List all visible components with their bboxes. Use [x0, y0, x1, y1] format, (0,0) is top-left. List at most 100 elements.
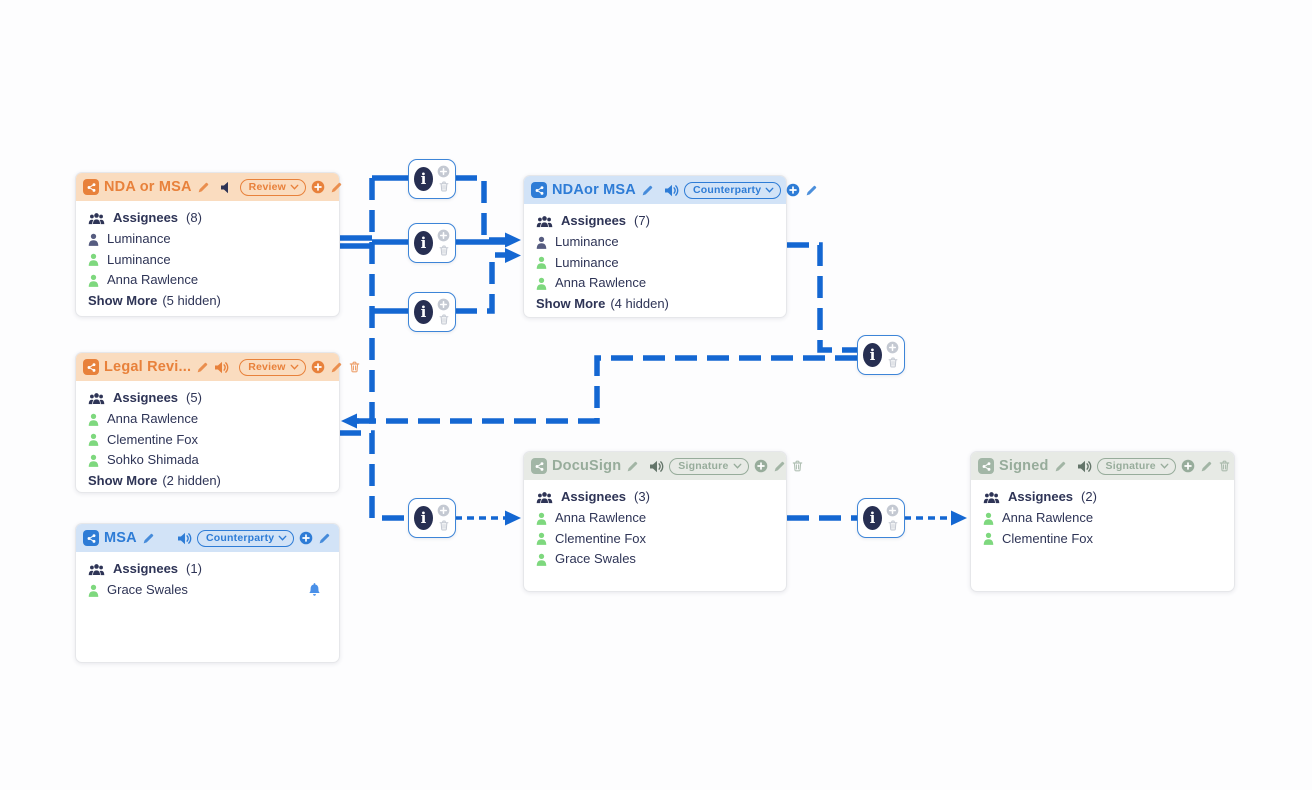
edit-title-icon[interactable] — [196, 361, 209, 374]
assignees-icon — [88, 392, 105, 405]
connection-node-2[interactable]: i — [408, 223, 456, 263]
speaker-on-icon[interactable] — [177, 532, 192, 545]
stage-card-ndaor-msa[interactable]: NDAor MSA Counterparty Assignees (7) Lum… — [523, 175, 787, 318]
add-stage-icon[interactable] — [311, 180, 325, 194]
delete-connection-icon[interactable] — [887, 519, 899, 532]
stage-dropdown[interactable]: Counterparty — [683, 181, 781, 199]
edit-stage-icon[interactable] — [805, 184, 818, 197]
edit-stage-icon[interactable] — [330, 181, 343, 194]
delete-stage-icon[interactable] — [791, 459, 804, 473]
stage-dropdown[interactable]: Signature — [1096, 457, 1176, 475]
delete-stage-icon[interactable] — [348, 360, 361, 374]
edit-title-icon[interactable] — [1054, 460, 1067, 473]
chevron-down-icon — [290, 184, 299, 190]
member-name: Anna Rawlence — [1002, 510, 1094, 525]
stage-dropdown[interactable]: Signature — [669, 457, 749, 475]
add-connection-icon[interactable] — [437, 229, 450, 242]
assignees-row: Assignees (3) — [536, 490, 774, 504]
stage-card-nda-or-msa[interactable]: NDA or MSA Review Assignees (8) Luminanc… — [75, 172, 340, 317]
add-connection-icon[interactable] — [437, 298, 450, 311]
add-connection-icon[interactable] — [886, 504, 899, 517]
edit-title-icon[interactable] — [197, 181, 210, 194]
connection-node-3[interactable]: i — [408, 292, 456, 332]
connection-actions — [886, 504, 899, 532]
show-more-link[interactable]: Show More (4 hidden) — [536, 295, 669, 311]
delete-connection-icon[interactable] — [887, 356, 899, 369]
info-icon[interactable]: i — [863, 343, 882, 367]
edit-stage-icon[interactable] — [773, 460, 786, 473]
info-icon[interactable]: i — [414, 167, 433, 191]
connection-actions — [437, 504, 450, 532]
add-connection-icon[interactable] — [886, 341, 899, 354]
info-icon[interactable]: i — [414, 300, 433, 324]
share-icon[interactable] — [978, 458, 994, 474]
edit-title-icon[interactable] — [641, 184, 654, 197]
edit-title-icon[interactable] — [626, 460, 639, 473]
edit-stage-icon[interactable] — [318, 532, 331, 545]
assignees-icon — [536, 215, 553, 228]
share-icon[interactable] — [83, 179, 99, 195]
speaker-on-icon[interactable] — [1077, 460, 1092, 473]
share-icon[interactable] — [531, 182, 547, 198]
member-name: Luminance — [107, 231, 171, 246]
info-icon[interactable]: i — [414, 231, 433, 255]
speaker-on-icon[interactable] — [664, 184, 679, 197]
show-more-link[interactable]: Show More (2 hidden) — [88, 472, 221, 488]
stage-card-docusign[interactable]: DocuSign Signature Assignees (3) Anna Ra… — [523, 451, 787, 592]
delete-connection-icon[interactable] — [438, 519, 450, 532]
add-stage-icon[interactable] — [299, 531, 313, 545]
stage-card-legal-review[interactable]: Legal Revi... Review Assignees (5) Anna … — [75, 352, 340, 493]
member-name: Luminance — [555, 234, 619, 249]
connection-node-1[interactable]: i — [408, 159, 456, 199]
add-stage-icon[interactable] — [786, 183, 800, 197]
assignees-label: Assignees — [113, 210, 179, 225]
add-stage-icon[interactable] — [311, 360, 325, 374]
edit-stage-icon[interactable] — [1200, 460, 1213, 473]
share-icon[interactable] — [531, 458, 547, 474]
stage-card-msa[interactable]: MSA Counterparty Assignees (1) Grace Swa… — [75, 523, 340, 663]
delete-connection-icon[interactable] — [438, 244, 450, 257]
connection-node-6[interactable]: i — [857, 498, 905, 538]
hidden-count: (5 hidden) — [162, 292, 221, 308]
card-body: Assignees (7) Luminance Luminance Anna R… — [524, 204, 786, 311]
edit-title-icon[interactable] — [142, 532, 155, 545]
person-icon — [88, 253, 99, 266]
delete-connection-icon[interactable] — [438, 313, 450, 326]
stage-dropdown[interactable]: Counterparty — [197, 529, 294, 547]
speaker-on-icon[interactable] — [649, 460, 664, 473]
card-title: MSA — [104, 530, 137, 546]
stage-dropdown[interactable]: Review — [239, 178, 307, 196]
card-title: NDAor MSA — [552, 182, 636, 198]
speaker-muted-icon[interactable] — [220, 181, 235, 194]
info-icon[interactable]: i — [414, 506, 433, 530]
member-row: Grace Swales — [88, 583, 327, 597]
add-stage-icon[interactable] — [1181, 459, 1195, 473]
card-header: NDAor MSA Counterparty — [524, 176, 786, 204]
card-title: Signed — [999, 458, 1049, 474]
card-body: Assignees (2) Anna Rawlence Clementine F… — [971, 480, 1234, 546]
arrowhead — [341, 413, 357, 429]
speaker-on-icon[interactable] — [214, 361, 229, 374]
show-more-link[interactable]: Show More (5 hidden) — [88, 292, 221, 308]
info-icon[interactable]: i — [863, 506, 882, 530]
connection-node-5[interactable]: i — [408, 498, 456, 538]
share-icon[interactable] — [83, 359, 99, 375]
assignees-icon — [536, 491, 553, 504]
add-connection-icon[interactable] — [437, 165, 450, 178]
add-stage-icon[interactable] — [754, 459, 768, 473]
stage-card-signed[interactable]: Signed Signature Assignees (2) Anna Rawl… — [970, 451, 1235, 592]
person-icon — [983, 532, 994, 545]
connection-node-4[interactable]: i — [857, 335, 905, 375]
connection-line — [455, 175, 506, 243]
share-icon[interactable] — [83, 530, 99, 546]
stage-dropdown[interactable]: Review — [239, 358, 306, 376]
person-icon — [88, 584, 99, 597]
card-title: Legal Revi... — [104, 359, 192, 375]
delete-stage-icon[interactable] — [1218, 459, 1231, 473]
bell-icon[interactable] — [308, 582, 321, 597]
card-title: DocuSign — [552, 458, 622, 474]
add-connection-icon[interactable] — [437, 504, 450, 517]
edit-stage-icon[interactable] — [330, 361, 343, 374]
delete-connection-icon[interactable] — [438, 180, 450, 193]
